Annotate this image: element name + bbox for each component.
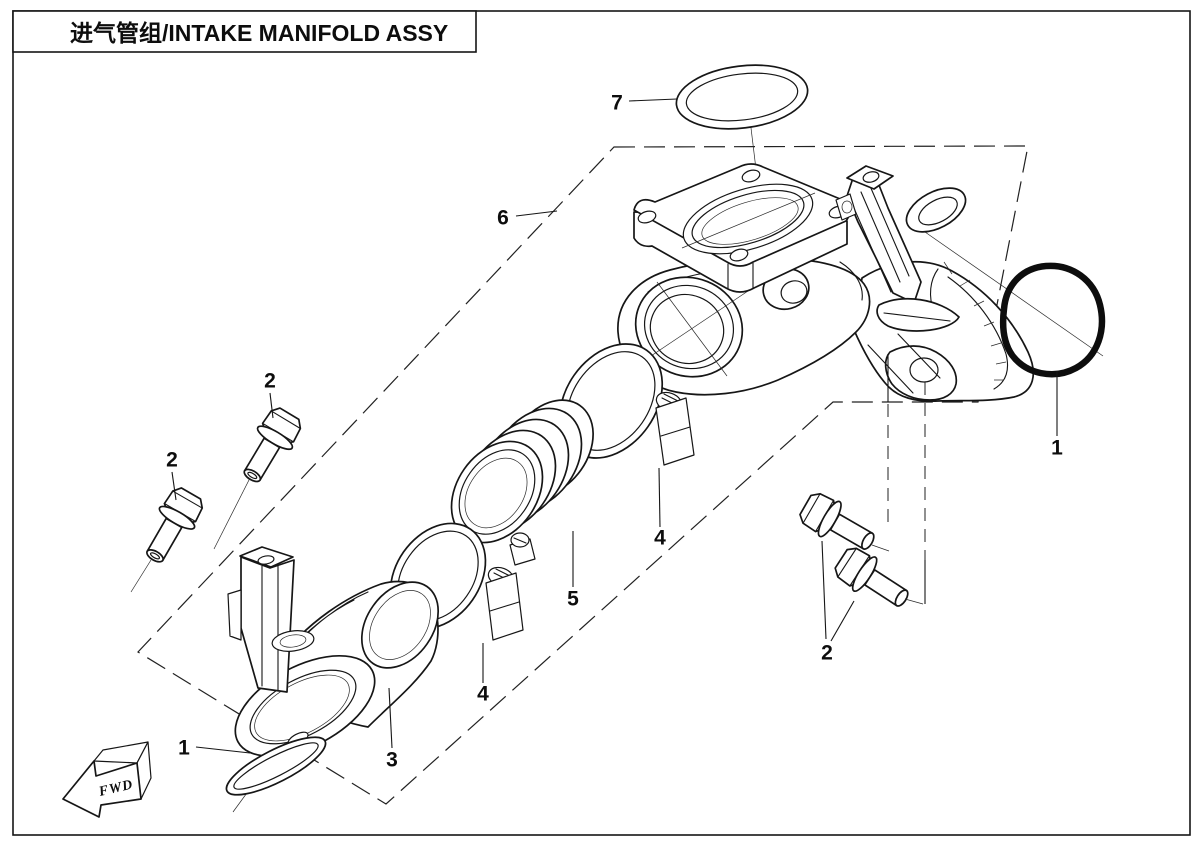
part3-intake-pipe[interactable] (219, 546, 454, 777)
callout-layer: 7 6 2 2 1 4 5 4 3 2 1 (166, 92, 1063, 772)
page-frame: 进气管组/INTAKE MANIFOLD ASSY (12, 10, 1191, 836)
part-label-1: 1 (178, 737, 190, 760)
intake-manifold-body[interactable] (617, 163, 1035, 402)
manifold-left-opening (634, 276, 749, 378)
rib-ticks (943, 261, 1007, 381)
flange-hole (729, 248, 749, 262)
part-label-4: 4 (654, 527, 666, 550)
sensor-stay (835, 165, 922, 304)
boundary-hexagon (137, 145, 1029, 805)
part-label-1: 1 (1051, 437, 1063, 460)
part-label-4: 4 (477, 683, 489, 706)
part2-bolt-right-lower[interactable] (830, 542, 916, 617)
flange-hole (637, 210, 657, 224)
part-label-2: 2 (821, 642, 833, 665)
ring-port (905, 187, 967, 233)
part-label-6: 6 (497, 207, 509, 230)
part5-rubber-joint[interactable] (433, 384, 611, 566)
page-title: 进气管组/INTAKE MANIFOLD ASSY (70, 20, 448, 46)
projection-lines-right (887, 354, 926, 604)
axis-part1-right (924, 231, 1104, 357)
manifold-fin (876, 298, 960, 332)
part-label-2: 2 (264, 370, 276, 393)
part-label-5: 5 (567, 588, 579, 611)
part-label-7: 7 (611, 92, 623, 115)
fwd-arrow: FWD (62, 741, 152, 818)
part-label-2: 2 (166, 449, 178, 472)
part1-oring-right[interactable] (999, 262, 1106, 378)
title-box (12, 10, 477, 53)
part7-oring[interactable] (673, 58, 812, 136)
pipe-mouth (360, 581, 440, 669)
leader-lines (130, 98, 1058, 754)
part2-bolt-left-lower[interactable] (135, 483, 208, 569)
part-label-3: 3 (386, 749, 398, 772)
bracket-hole (909, 357, 939, 383)
part2-bolt-right-upper[interactable] (795, 488, 881, 561)
throttle-flange (633, 163, 851, 293)
assembly-boundary-dashed (137, 145, 1029, 805)
part2-bolt-left-upper[interactable] (233, 403, 307, 489)
pipe-bracket (227, 546, 315, 693)
flange-hole (741, 169, 761, 183)
part1-oring-left[interactable] (220, 727, 333, 805)
